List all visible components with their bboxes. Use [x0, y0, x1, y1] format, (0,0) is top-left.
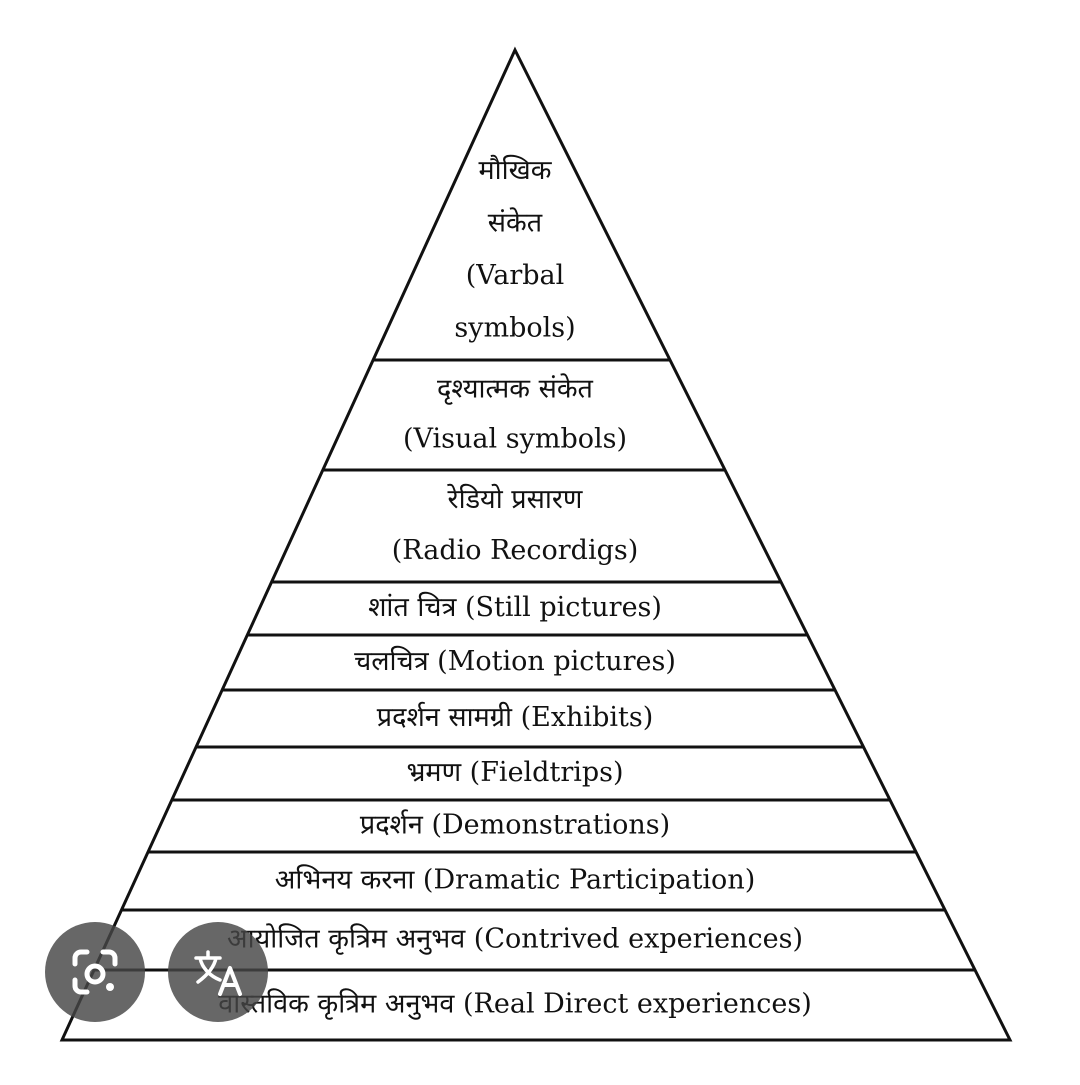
translate-icon [194, 950, 242, 996]
level-8-label-line-1: प्रदर्शन (Demonstrations) [360, 809, 670, 841]
pyramid-outline [59, 46, 1013, 1042]
translate-button[interactable] [168, 922, 268, 1022]
level-2-label-line-1: दृश्यात्मक संकेत [437, 373, 594, 406]
level-10-label-line-1: आयोजित कृत्रिम अनुभव (Contrived experien… [227, 923, 803, 956]
level-1-label-line-4: symbols) [454, 312, 575, 343]
level-2-label-line-2: (Visual symbols) [403, 424, 627, 455]
level-4-label-line-1: शांत चित्र (Still pictures) [368, 591, 662, 623]
level-labels: मौखिक संकेत (Varbal symbols) दृश्यात्मक संके… [218, 154, 812, 1021]
level-3-label-line-2: (Radio Recordigs) [392, 535, 639, 566]
google-lens-icon [72, 949, 118, 995]
level-5-label-line-1: चलचित्र (Motion pictures) [354, 645, 676, 677]
level-7-label-line-1: भ्रमण (Fieldtrips) [406, 757, 623, 788]
level-6-label-line-1: प्रदर्शन सामग्री (Exhibits) [377, 701, 653, 733]
level-11-label-line-1: वास्तविक कृत्रिम अनुभव (Real Direct expe… [218, 988, 812, 1021]
google-lens-button[interactable] [45, 922, 145, 1022]
level-9-label-line-1: अभिनय करना (Dramatic Participation) [275, 864, 756, 896]
level-1-label-line-3: (Varbal [466, 260, 565, 291]
level-1-label-line-1: मौखिक [479, 154, 553, 186]
level-3-label-line-1: रेडियो प्रसारण [446, 483, 583, 515]
level-1-label-line-2: संकेत [488, 206, 543, 238]
